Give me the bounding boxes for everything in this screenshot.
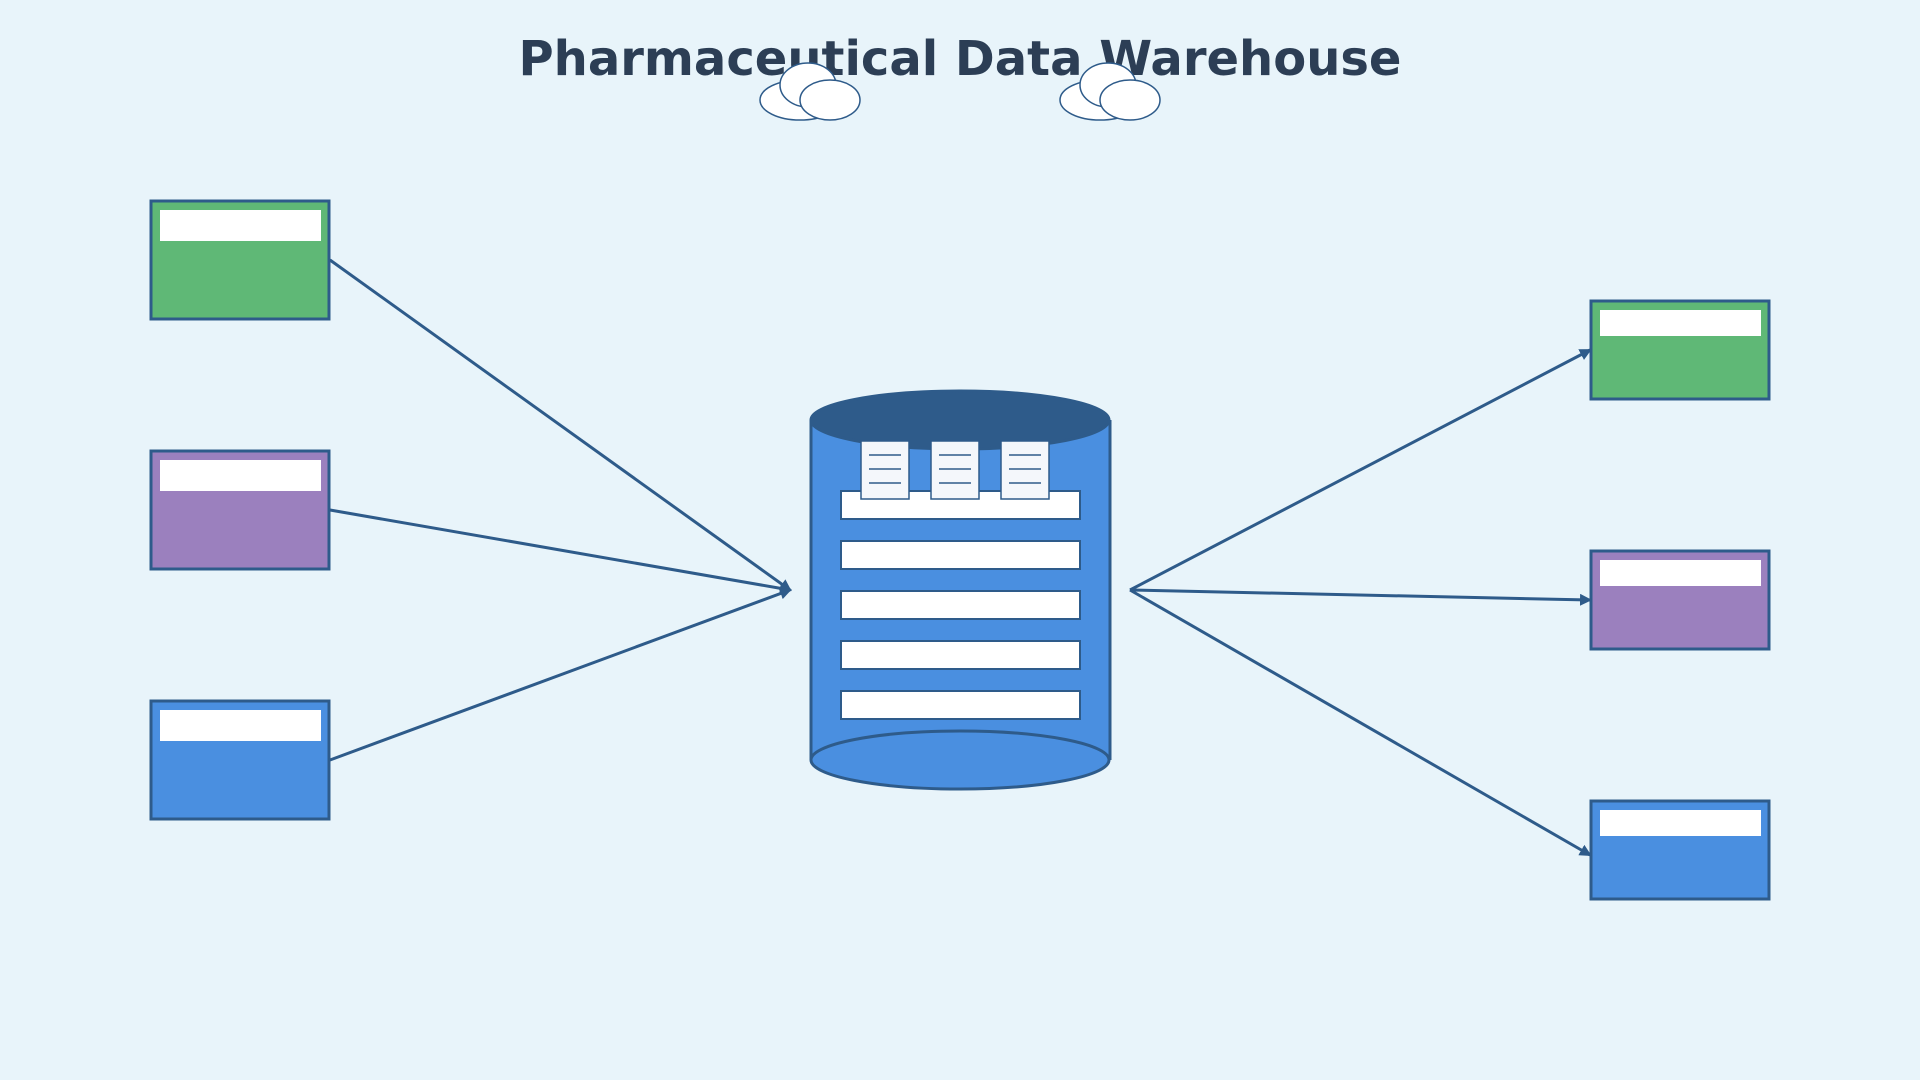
document-icon xyxy=(1000,440,1050,500)
output-connectors xyxy=(1129,348,1592,857)
connector-source-3 xyxy=(329,587,792,762)
record-row xyxy=(840,540,1081,570)
source-box-header xyxy=(160,460,321,491)
diagram-title: Pharmaceutical Data Warehouse xyxy=(519,31,1402,87)
output-box-header xyxy=(1600,810,1761,836)
document-icon xyxy=(860,440,910,500)
record-row xyxy=(840,590,1081,620)
connector-output-3 xyxy=(1129,588,1592,857)
source-box-green xyxy=(149,199,331,321)
cylinder-bottom xyxy=(809,729,1111,791)
output-box-green xyxy=(1589,299,1771,401)
data-warehouse-cylinder xyxy=(809,389,1112,791)
source-box-header xyxy=(160,710,321,741)
source-box-header xyxy=(160,210,321,241)
connector-output-2 xyxy=(1129,588,1592,606)
output-box-header xyxy=(1600,560,1761,586)
cloud-icon-left xyxy=(759,62,861,121)
record-row xyxy=(840,640,1081,670)
output-box-blue xyxy=(1589,799,1771,901)
source-box-blue xyxy=(149,699,331,821)
input-connectors xyxy=(329,258,792,762)
output-box-header xyxy=(1600,310,1761,336)
connector-source-2 xyxy=(329,508,792,595)
cloud-icon-right xyxy=(1059,62,1161,121)
document-icon xyxy=(930,440,980,500)
output-box-purple xyxy=(1589,549,1771,651)
record-row xyxy=(840,690,1081,720)
connector-output-1 xyxy=(1129,348,1592,592)
connector-source-1 xyxy=(329,258,792,592)
source-box-purple xyxy=(149,449,331,571)
